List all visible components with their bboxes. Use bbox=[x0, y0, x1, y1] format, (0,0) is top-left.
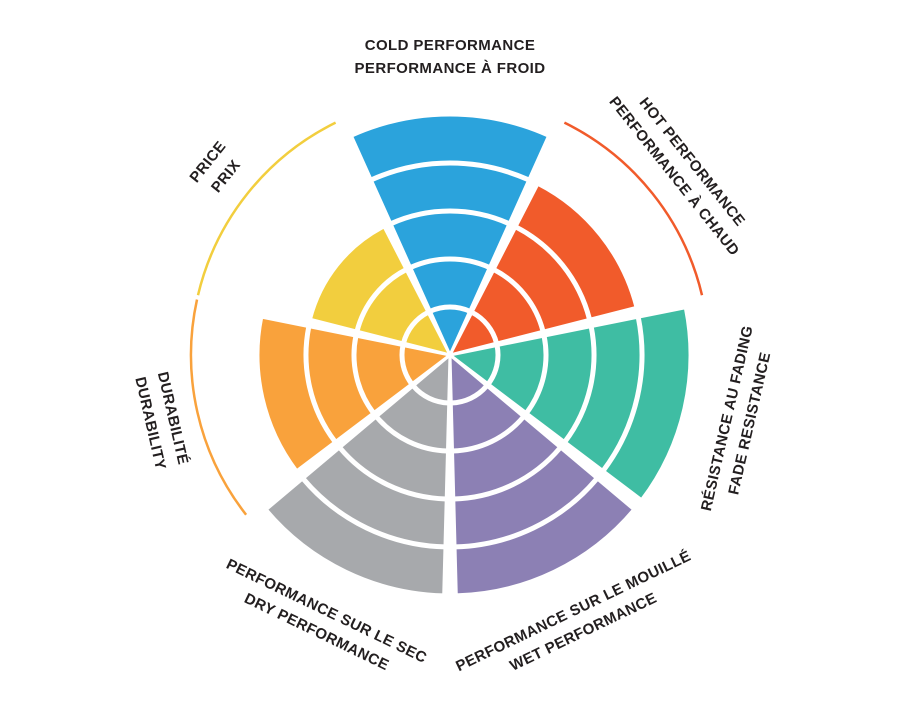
ring-separator bbox=[454, 476, 599, 550]
ring-separator bbox=[351, 335, 376, 415]
ring-separator bbox=[374, 415, 448, 454]
ring-separator bbox=[409, 256, 491, 270]
ring-separator bbox=[470, 310, 499, 344]
ring-separator bbox=[492, 267, 546, 332]
ring-separator bbox=[453, 446, 563, 502]
segment-durability-max-arc bbox=[189, 299, 248, 516]
ring-separator bbox=[601, 316, 645, 473]
segment-hot-label-line2: PERFORMANCE À CHAUD bbox=[605, 93, 742, 259]
segment-wet-wedge bbox=[448, 351, 636, 597]
ring-separator bbox=[303, 326, 338, 444]
ring-separator bbox=[562, 326, 597, 444]
segment-cold-label-line1: COLD PERFORMANCE bbox=[365, 37, 536, 54]
ring-separator bbox=[486, 345, 501, 386]
ring-separator bbox=[337, 446, 447, 502]
segment-cold-label: COLD PERFORMANCE PERFORMANCE À FROID bbox=[355, 37, 546, 77]
segment-cold-wedge bbox=[349, 113, 551, 359]
ring-separator bbox=[354, 267, 408, 332]
ring-separator bbox=[401, 310, 430, 344]
ring-separator bbox=[301, 476, 446, 550]
ring-separator bbox=[451, 384, 489, 406]
ring-separator bbox=[399, 345, 414, 386]
ring-separator bbox=[514, 224, 592, 320]
ring-separator bbox=[411, 384, 449, 406]
ring-separator bbox=[524, 335, 549, 415]
ring-separator bbox=[370, 160, 530, 183]
ring-separator bbox=[429, 304, 471, 314]
segment-hot-max-arc bbox=[563, 121, 704, 296]
ring-separator bbox=[452, 415, 526, 454]
segment-dry-wedge bbox=[264, 351, 452, 597]
segment-price-max-arc bbox=[196, 121, 337, 296]
segment-fade-wedge bbox=[446, 305, 692, 502]
ring-separator bbox=[389, 208, 511, 226]
segment-cold-label-line2: PERFORMANCE À FROID bbox=[355, 60, 546, 77]
